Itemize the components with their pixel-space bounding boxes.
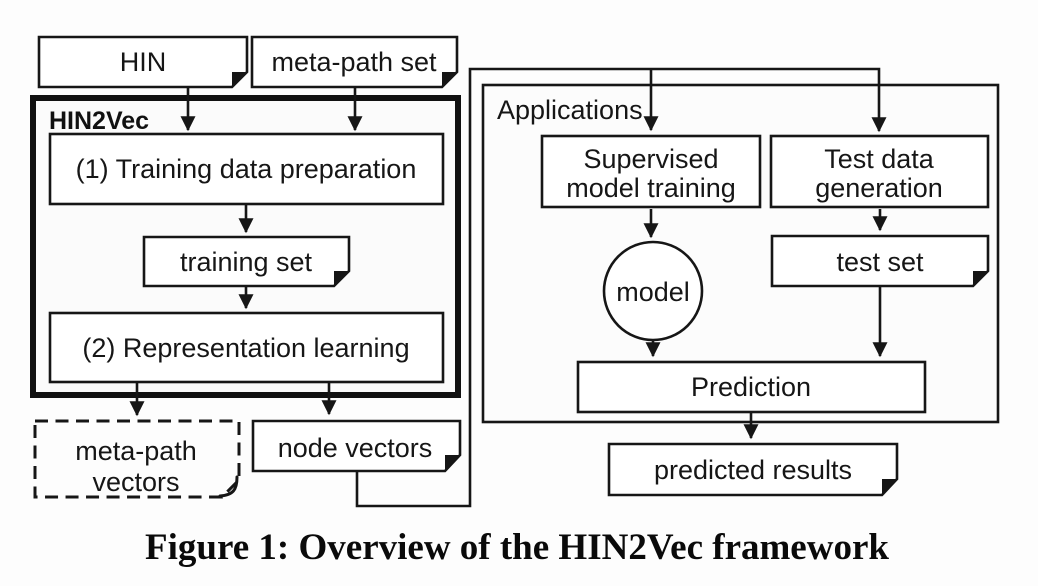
node-prediction: [576, 360, 927, 414]
hin2vec-container-label: HIN2Vec: [49, 107, 149, 135]
predicted-results-label: predicted results: [654, 455, 852, 485]
node-model: [602, 240, 704, 342]
folded-corner: [334, 271, 349, 286]
meta-path-set-label: meta-path set: [271, 47, 437, 77]
test-set-label: test set: [836, 247, 924, 277]
node-test-data-generation: [769, 134, 990, 209]
figure-caption: Figure 1: Overview of the HIN2Vec framew…: [145, 527, 889, 568]
model-label: model: [616, 277, 690, 307]
prediction-label: Prediction: [691, 372, 811, 402]
folded-corner: [218, 475, 239, 498]
folded-corner: [445, 455, 460, 471]
supervised-model-training-label-line1: Supervised: [583, 144, 718, 174]
meta-path-vectors-label-line1: meta-path: [75, 436, 197, 466]
folded-corner: [232, 72, 247, 87]
node-training-data-preparation: [48, 132, 445, 206]
representation-learning-label: (2) Representation learning: [82, 333, 409, 363]
folded-corner: [442, 72, 457, 87]
connector-node-vectors-to-test-data-generation: [355, 67, 887, 508]
node-representation-learning: [48, 311, 445, 384]
folded-corner: [882, 479, 897, 495]
test-data-generation-label-line1: Test data: [824, 144, 935, 174]
supervised-model-training-label-line2: model training: [566, 173, 736, 203]
training-data-preparation-label: (1) Training data preparation: [76, 154, 417, 184]
applications-container-label: Applications: [497, 95, 643, 125]
test-data-generation-label-line2: generation: [815, 173, 943, 203]
node-supervised-model-training: [540, 134, 762, 209]
folded-corner: [973, 271, 988, 286]
hin-label: HIN: [120, 47, 167, 77]
node-vectors-label: node vectors: [278, 433, 433, 463]
node-meta-path-vectors: [33, 419, 241, 499]
meta-path-vectors-label-line2: vectors: [92, 467, 179, 497]
training-set-label: training set: [180, 247, 313, 277]
